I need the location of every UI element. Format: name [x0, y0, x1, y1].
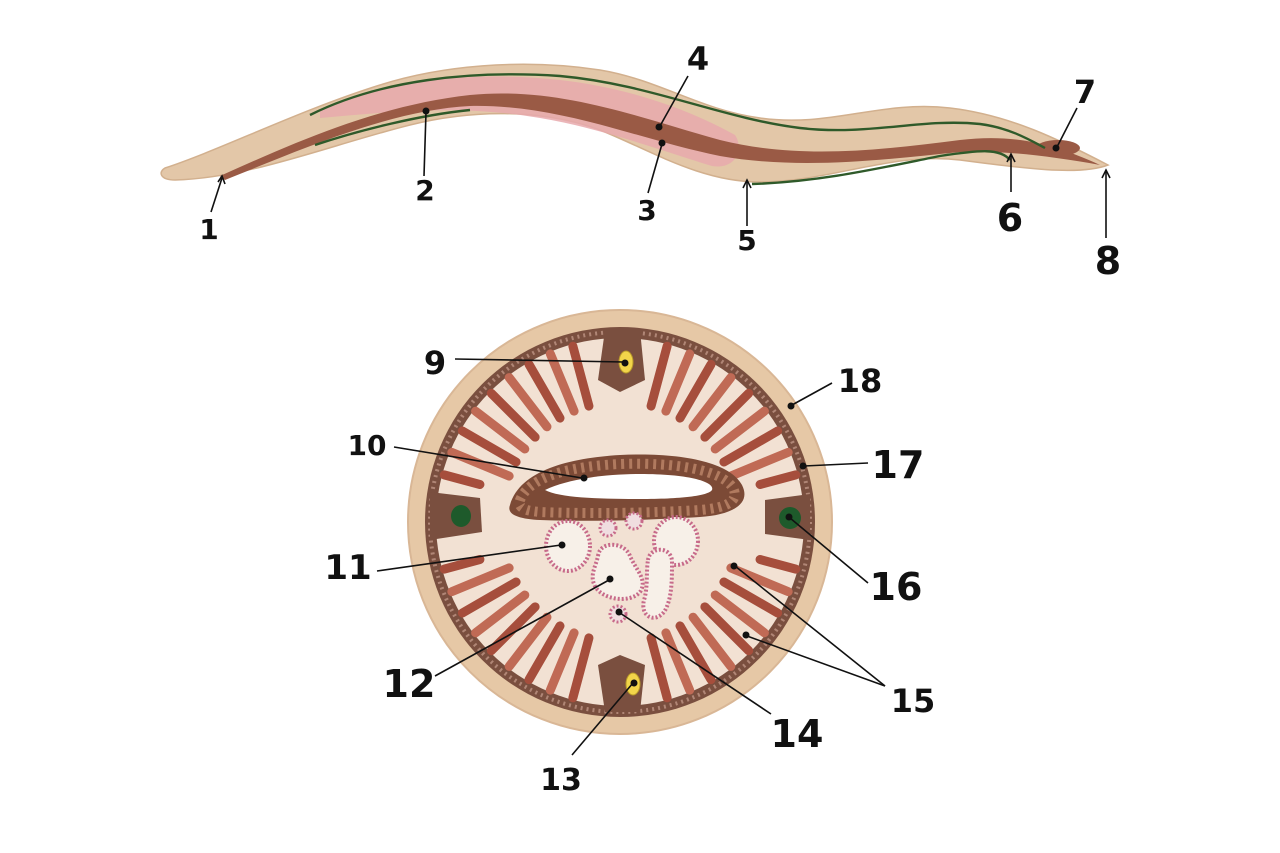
label-13: 13 — [540, 763, 582, 798]
muscle-cell — [524, 621, 565, 685]
muscle-cell — [726, 447, 793, 481]
muscle-cell — [471, 590, 530, 638]
label-12: 12 — [383, 662, 436, 706]
ventral-cord — [598, 655, 645, 712]
ovary-left — [544, 519, 592, 573]
label-18: 18 — [838, 362, 883, 400]
muscle-cell — [504, 612, 552, 671]
muscle-cell — [719, 577, 783, 618]
muscle-cell — [545, 628, 579, 695]
oviduct-small-1 — [598, 518, 618, 538]
muscle-cell — [710, 406, 769, 454]
intestine-cells — [514, 458, 740, 519]
label-1: 1 — [199, 213, 218, 246]
muscle-cell — [661, 349, 695, 416]
worm-longitudinal-view — [160, 63, 1110, 186]
label-10: 10 — [348, 429, 387, 462]
muscle-cell — [568, 633, 594, 703]
muscle-cell — [486, 602, 540, 656]
leader-lines — [210, 75, 1111, 756]
label-3: 3 — [637, 194, 656, 227]
label-14: 14 — [771, 712, 824, 756]
muscle-cell — [439, 470, 485, 489]
muscle-cell — [675, 359, 716, 423]
label-7: 7 — [1074, 73, 1096, 111]
number-labels: 1 2 3 4 5 6 7 8 9 10 11 12 13 14 15 16 1… — [199, 40, 1121, 798]
worm-intestine — [220, 93, 1100, 180]
muscle-cell — [700, 388, 754, 442]
muscle-cell — [646, 633, 672, 703]
intestine-lumen — [545, 474, 713, 499]
label-5: 5 — [737, 224, 756, 257]
muscle-cell — [471, 406, 530, 454]
worm-cross-section — [407, 309, 833, 735]
uterus-right — [641, 547, 675, 620]
muscle-cell — [524, 359, 565, 423]
muscle-cell — [726, 563, 793, 597]
oviduct-small-2 — [624, 511, 644, 531]
label-2: 2 — [415, 174, 434, 207]
worm-dorsal-nerve — [309, 73, 1046, 150]
muscle-cell — [504, 373, 552, 432]
muscle-cell — [545, 349, 579, 416]
muscle-cell — [447, 563, 514, 597]
label-6: 6 — [997, 196, 1023, 240]
muscle-cell — [439, 555, 485, 574]
muscle-cell — [755, 555, 801, 574]
muscle-cell — [700, 602, 754, 656]
muscle-cell — [688, 612, 736, 671]
worm-ventral-nerve — [314, 108, 1011, 186]
muscle-cell — [457, 426, 521, 467]
uterus-left — [590, 542, 645, 601]
muscle-cell — [646, 341, 672, 411]
muscle-cell — [688, 373, 736, 432]
muscle-cell — [486, 388, 540, 442]
label-11: 11 — [324, 548, 371, 588]
label-8: 8 — [1095, 239, 1121, 283]
label-4: 4 — [687, 40, 709, 78]
muscle-cells — [439, 341, 801, 703]
muscle-cell — [568, 341, 594, 411]
label-16: 16 — [870, 565, 923, 609]
label-15: 15 — [891, 682, 936, 720]
left-excretory-canal — [451, 505, 471, 527]
worm-gonad — [320, 76, 739, 167]
muscle-cell — [457, 577, 521, 618]
muscle-cell — [755, 470, 801, 489]
muscle-cell — [447, 447, 514, 481]
label-17: 17 — [872, 443, 925, 487]
muscle-cell — [719, 426, 783, 467]
label-9: 9 — [424, 344, 446, 382]
muscle-cell — [661, 628, 695, 695]
muscle-cell — [710, 590, 769, 638]
